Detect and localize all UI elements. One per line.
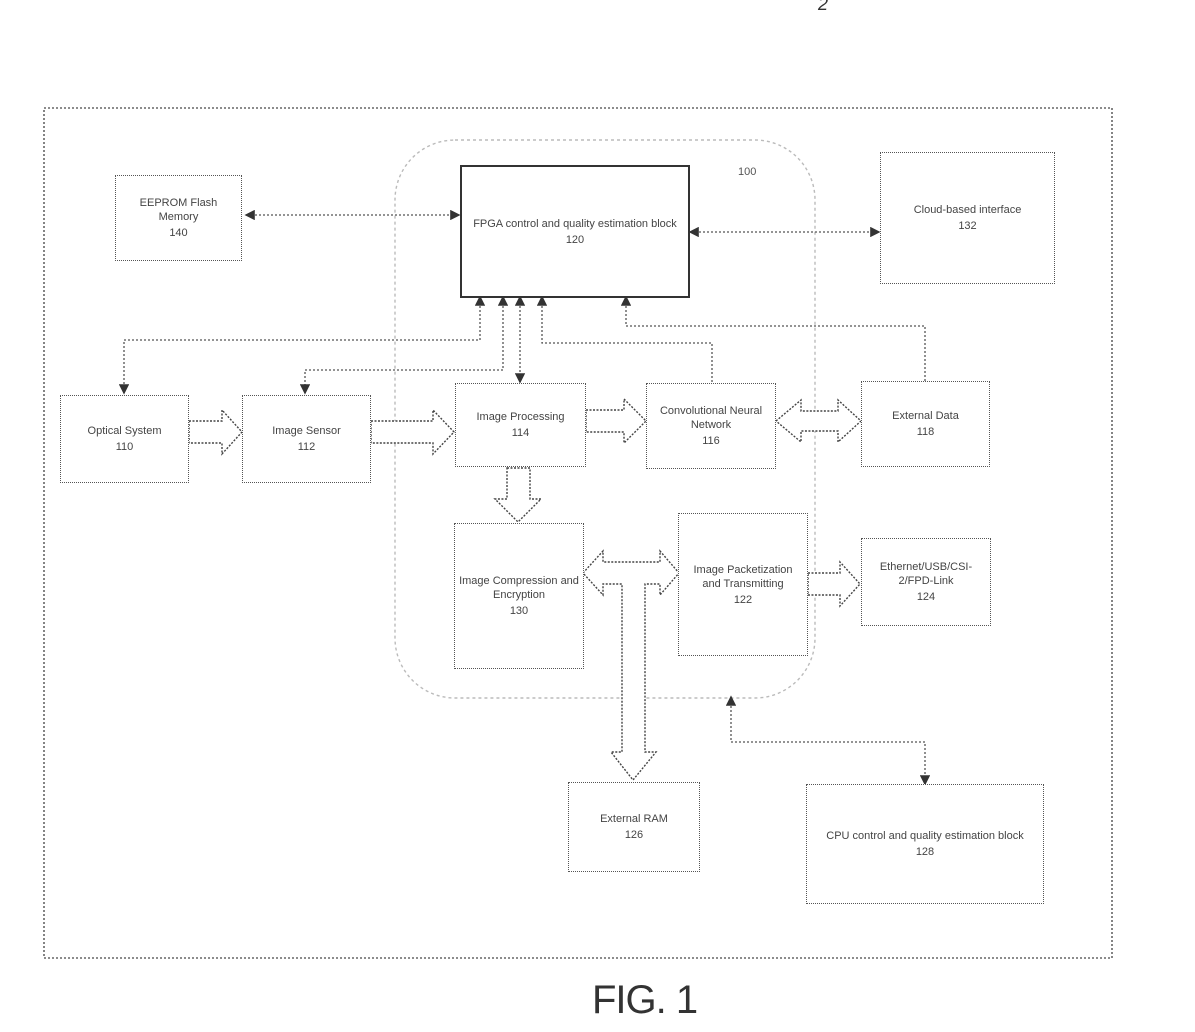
line-fpga-extdata [626,298,925,381]
block-packetization-number: 122 [734,593,752,607]
corner-reference-mark: 2 [818,0,828,15]
block-optical-text: Optical System [88,424,162,438]
line-fpga-cnn [542,298,712,382]
block-image-packetization: Image Packetization and Transmitting 122 [678,513,808,656]
block-cnn-number: 116 [702,434,720,448]
block-fpga-text: FPGA control and quality estimation bloc… [473,217,677,231]
block-ram-number: 126 [625,828,643,842]
arrow-sensor-processing [371,410,454,454]
block-compression-text: Image Compression and Encryption [459,574,579,602]
block-cloud-text: Cloud-based interface [914,203,1022,217]
block-compression-number: 130 [510,604,528,618]
block-optical-system: Optical System 110 [60,395,189,483]
block-cnn-text: Convolutional Neural Network [651,404,771,432]
block-image-sensor: Image Sensor 112 [242,395,371,483]
line-region-cpu [731,698,925,783]
block-image-compression: Image Compression and Encryption 130 [454,523,584,669]
block-external-data: External Data 118 [861,381,990,467]
arrow-processing-cnn [586,399,646,443]
block-fpga: FPGA control and quality estimation bloc… [460,165,690,298]
block-cnn: Convolutional Neural Network 116 [646,383,776,469]
arrow-processing-compression [495,468,541,522]
arrow-packetization-ethernet [808,562,860,606]
arrow-optical-sensor [189,410,242,454]
block-external-ram: External RAM 126 [568,782,700,872]
region-label: 100 [738,166,756,178]
block-ram-text: External RAM [600,812,668,826]
block-external-data-number: 118 [917,425,935,439]
block-cpu-text: CPU control and quality estimation block [826,829,1023,843]
block-sensor-number: 112 [298,440,316,454]
block-eeprom-number: 140 [169,226,187,240]
block-optical-number: 110 [116,440,134,454]
block-cloud-number: 132 [958,219,976,233]
block-external-data-text: External Data [892,409,959,423]
block-image-processing: Image Processing 114 [455,383,586,467]
block-ethernet-number: 124 [917,590,935,604]
block-cpu: CPU control and quality estimation block… [806,784,1044,904]
block-ethernet: Ethernet/USB/CSI-2/FPD-Link 124 [861,538,991,626]
block-fpga-number: 120 [566,233,584,247]
block-cloud-interface: Cloud-based interface 132 [880,152,1055,284]
block-eeprom-text: EEPROM Flash Memory [120,196,237,224]
block-ethernet-text: Ethernet/USB/CSI-2/FPD-Link [866,560,986,588]
line-fpga-sensor [305,298,503,392]
line-fpga-optical [124,298,480,392]
block-packetization-text: Image Packetization and Transmitting [683,563,803,591]
arrow-cnn-extdata [776,400,861,442]
block-cpu-number: 128 [916,845,934,859]
block-processing-number: 114 [512,426,530,440]
arrow-compression-packetization [583,551,679,780]
figure-caption: FIG. 1 [592,978,697,1023]
block-processing-text: Image Processing [476,410,564,424]
block-eeprom: EEPROM Flash Memory 140 [115,175,242,261]
block-sensor-text: Image Sensor [272,424,340,438]
